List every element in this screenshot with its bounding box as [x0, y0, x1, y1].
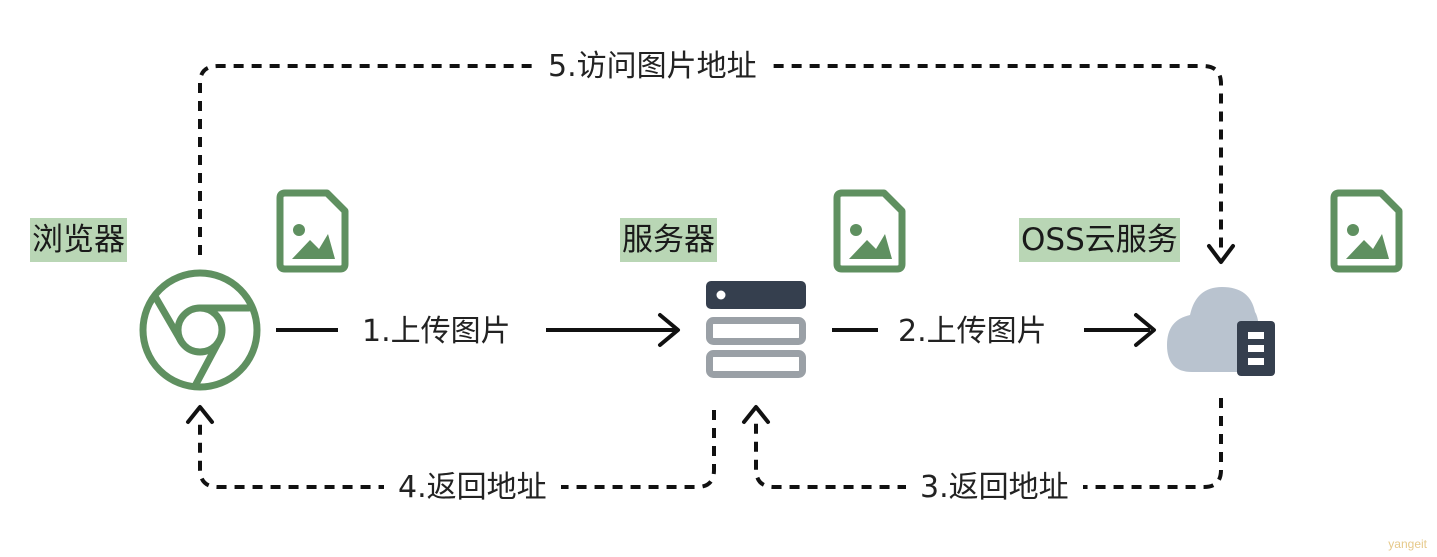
step3-label: 3.返回地址	[906, 468, 1083, 508]
arrowhead-step3	[742, 405, 770, 424]
chrome-icon	[139, 269, 261, 391]
watermark: yangeit	[1388, 537, 1427, 551]
browser-label: 浏览器	[30, 218, 127, 262]
arrowhead-step2	[1134, 313, 1156, 347]
image-file-icon	[280, 193, 345, 269]
arrowhead-step5	[1207, 244, 1235, 264]
step1-label: 1.上传图片	[348, 312, 525, 352]
cloud-storage-icon	[1167, 287, 1275, 376]
image-file-icon	[1334, 193, 1399, 269]
arrowhead-step1	[658, 313, 680, 347]
server-icon	[706, 281, 806, 378]
arrowhead-step4	[186, 405, 214, 424]
step5-label: 5.访问图片地址	[534, 47, 771, 87]
step2-label: 2.上传图片	[884, 312, 1061, 352]
image-file-icon	[837, 193, 902, 269]
step4-label: 4.返回地址	[384, 468, 561, 508]
oss-label: OSS云服务	[1019, 218, 1180, 262]
server-label: 服务器	[620, 218, 717, 262]
